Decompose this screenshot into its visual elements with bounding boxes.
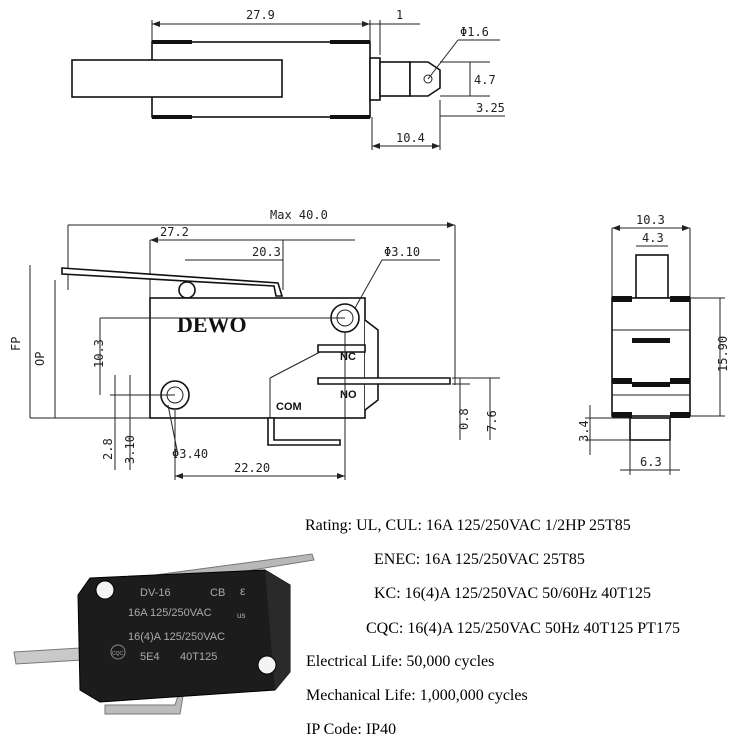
dim-side-4-3: 4.3 (642, 231, 664, 245)
spec-kc: KC: 16(4)A 125/250VAC 50/60Hz 40T125 (374, 585, 651, 602)
dim-side-3-4: 3.4 (577, 420, 591, 442)
dim-22-20: 22.20 (234, 461, 270, 475)
dim-2-8: 2.8 (101, 438, 115, 460)
spec-cqc: CQC: 16(4)A 125/250VAC 50Hz 40T125 PT175 (366, 620, 680, 637)
dim-10-3: 10.3 (92, 339, 106, 368)
no-label: NO (340, 389, 357, 401)
com-label: COM (276, 401, 302, 413)
dim-hole-bottom: Φ3.40 (172, 447, 208, 461)
spec-electrical-life: Electrical Life: 50,000 cycles (306, 653, 494, 670)
dim-3-25: 3.25 (476, 101, 505, 115)
dim-side-10-3: 10.3 (636, 213, 665, 227)
dim-op: OP (33, 352, 47, 366)
spec-mechanical-life: Mechanical Life: 1,000,000 cycles (306, 687, 528, 704)
dim-27-2: 27.2 (160, 225, 189, 239)
photo-mark-line1: DV-16 (140, 587, 171, 599)
photo-mark-us: us (237, 611, 245, 620)
photo-mark-line2: 16A 125/250VAC (128, 607, 212, 619)
dim-max-40: Max 40.0 (270, 208, 328, 222)
spec-ip-code: IP Code: IP40 (306, 721, 396, 738)
dim-4-7: 4.7 (474, 73, 496, 87)
dim-side-6-3: 6.3 (640, 455, 662, 469)
spec-rating: Rating: UL, CUL: 16A 125/250VAC 1/2HP 25… (305, 517, 631, 534)
front-view: Max 40.0 27.2 20.3 DEWO Φ3.10 Φ3.40 NC N… (9, 208, 500, 480)
specifications: Rating: UL, CUL: 16A 125/250VAC 1/2HP 25… (305, 517, 680, 738)
dim-fp: FP (9, 337, 23, 351)
dim-27-9: 27.9 (246, 8, 275, 22)
photo-mark-line4: 5E4 (140, 651, 160, 663)
nc-label: NC (340, 351, 356, 363)
brand-label: DEWO (177, 312, 247, 337)
dim-3-10: 3.10 (123, 435, 137, 464)
photo-mark-ce: ε (240, 584, 246, 598)
product-photo: DV-16 CB ε 16A 125/250VAC us 16(4)A 125/… (13, 553, 315, 715)
photo-badge: CQC (112, 651, 124, 657)
top-view: 27.9 1 Φ1.6 4.7 3.25 10.4 (71, 8, 505, 150)
dim-side-15-90: 15.90 (716, 336, 730, 372)
photo-mark-line4b: 40T125 (180, 651, 217, 663)
side-view: 10.3 4.3 15.90 3.4 6.3 (577, 213, 730, 475)
spec-enec: ENEC: 16A 125/250VAC 25T85 (374, 551, 585, 568)
dim-pin-hole: Φ1.6 (460, 25, 489, 39)
dim-10-4: 10.4 (396, 131, 425, 145)
dim-hole-top: Φ3.10 (384, 245, 420, 259)
photo-mark-line3: 16(4)A 125/250VAC (128, 631, 225, 643)
dim-1: 1 (396, 8, 403, 22)
photo-mark-cb: CB (210, 587, 225, 599)
dim-0-8: 0.8 (457, 408, 471, 430)
dim-7-6: 7.6 (485, 410, 499, 432)
dim-20-3: 20.3 (252, 245, 281, 259)
